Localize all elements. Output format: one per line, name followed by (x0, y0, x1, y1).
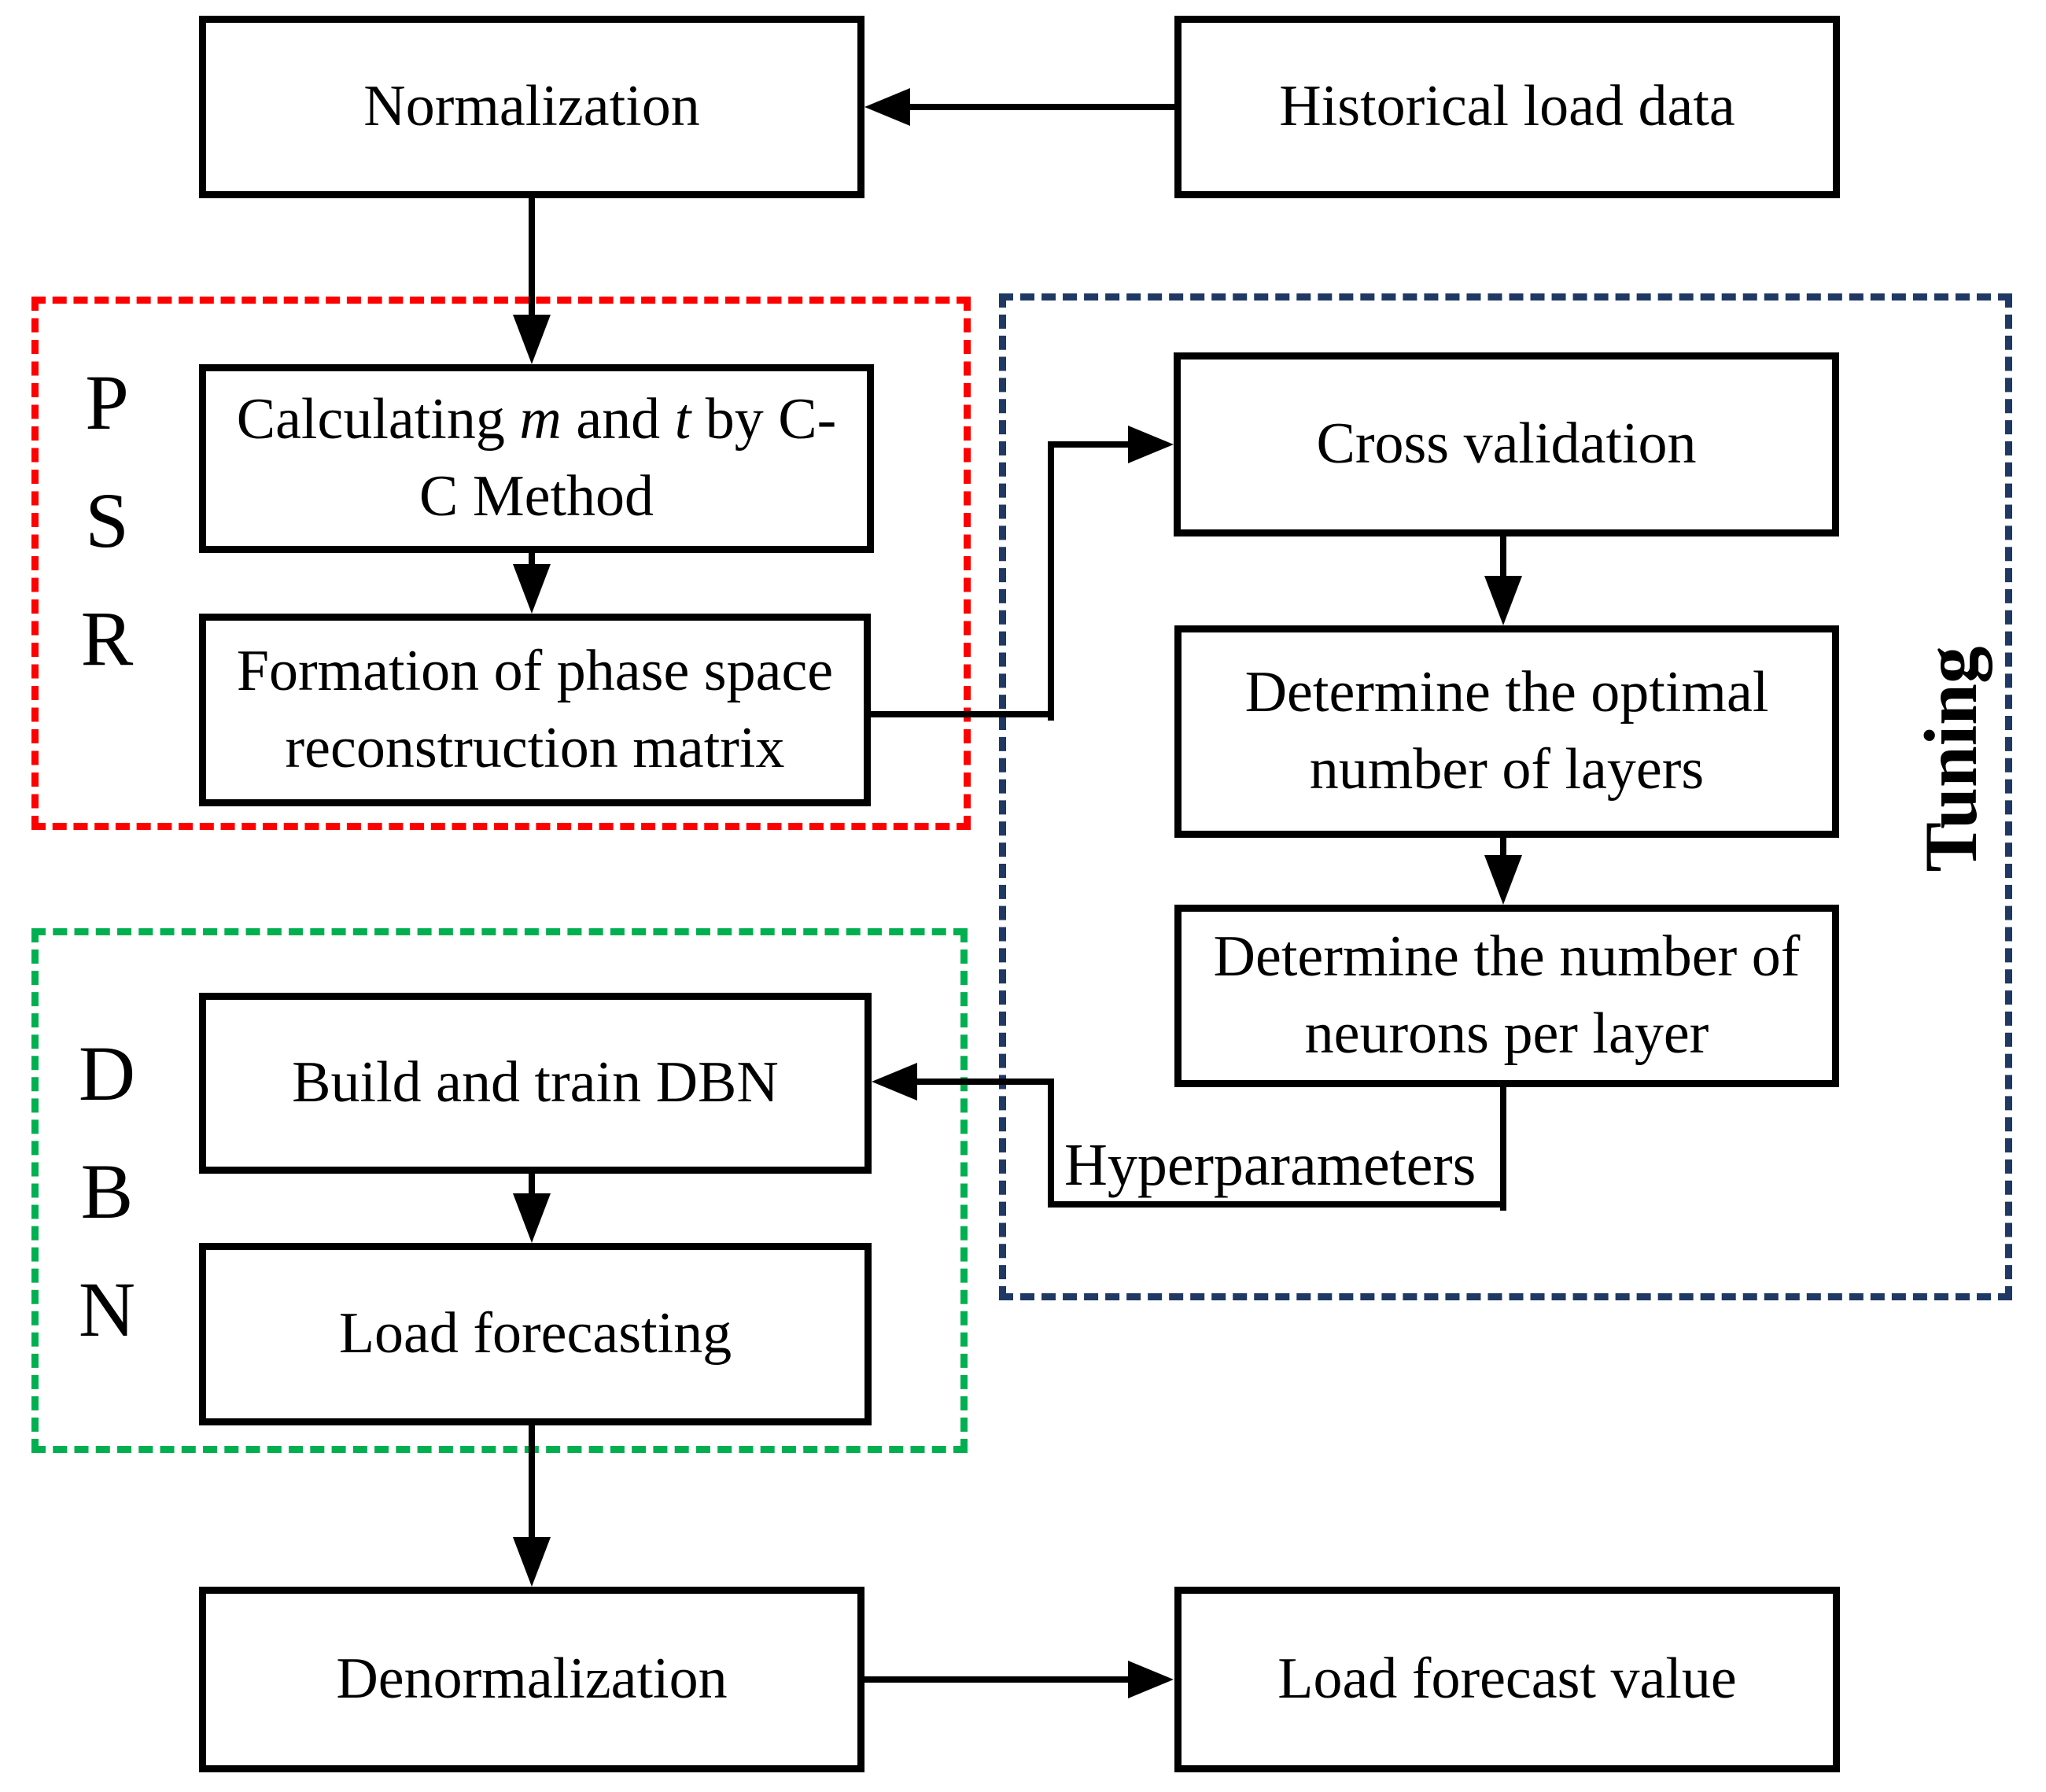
node-denormalization-label: Denormalization (336, 1646, 728, 1712)
arrowhead-into-denormalization (513, 1537, 551, 1587)
arrowhead-into-normalization (864, 88, 910, 126)
dbn-region-outline (31, 928, 968, 1453)
calculating-var-m: m (519, 387, 562, 452)
connector-layers-to-neurons (1500, 838, 1506, 860)
calculating-text-mid: and (561, 387, 675, 452)
node-build-train-dbn: Build and train DBN (199, 993, 872, 1174)
hyperparameters-edge-label: Hyperparameters (1064, 1132, 1476, 1198)
psr-letter-r: R (80, 595, 134, 682)
tuning-region-label: Tuning (1909, 646, 1993, 872)
connector-cross-to-layers (1500, 536, 1506, 580)
node-normalization-label: Normalization (363, 74, 700, 139)
dbn-region-label: D B N (52, 1015, 162, 1369)
connector-into-cross-validation (1054, 441, 1130, 448)
arrowhead-into-calculating (513, 315, 551, 364)
psr-region-outline (31, 297, 971, 830)
node-formation-label: Formation of phase space reconstruction … (236, 638, 834, 780)
connector-neurons-down (1500, 1087, 1506, 1211)
node-load-forecasting-label: Load forecasting (338, 1301, 732, 1366)
arrowhead-into-load-forecasting (513, 1193, 551, 1243)
arrowhead-into-cross-validation (1128, 426, 1174, 463)
node-load-forecast-value: Load forecast value (1174, 1587, 1840, 1772)
connector-normalization-to-calculating (529, 198, 535, 315)
node-denormalization: Denormalization (199, 1587, 864, 1772)
connector-up-to-cross-validation (1048, 441, 1054, 721)
connector-build-to-forecasting (529, 1174, 535, 1197)
connector-formation-out (871, 711, 1054, 717)
connector-hyperparameters-up (1048, 1079, 1054, 1208)
psr-region-label: P S R (52, 344, 162, 698)
arrowhead-into-determine-layers (1484, 576, 1522, 625)
connector-denormalization-to-value (864, 1676, 1128, 1683)
node-cross-validation-label: Cross validation (1316, 411, 1697, 477)
node-calculating-m-t: Calculating m and t by C-C Method (199, 364, 874, 553)
arrowhead-into-formation (513, 564, 551, 614)
tuning-region-outline (999, 293, 2012, 1300)
psr-letter-s: S (85, 477, 129, 564)
psr-letter-p: P (85, 359, 129, 446)
connector-historical-to-normalization (910, 104, 1174, 110)
calculating-var-t: t (674, 387, 691, 452)
arrowhead-into-load-forecast-value (1128, 1661, 1174, 1698)
connector-into-build-train (917, 1079, 1048, 1085)
arrowhead-into-determine-neurons (1484, 855, 1522, 905)
calculating-text-post: by C-C Method (418, 387, 837, 529)
node-determine-layers-label: Determine the optimal number of layers (1244, 660, 1769, 802)
node-normalization: Normalization (199, 16, 864, 198)
node-determine-neurons-label: Determine the number of neurons per laye… (1213, 924, 1801, 1066)
connector-hyperparameters-bottom (1048, 1201, 1506, 1208)
node-load-forecast-value-label: Load forecast value (1277, 1646, 1737, 1712)
dbn-letter-b: B (80, 1148, 134, 1235)
node-historical-load-data: Historical load data (1174, 16, 1840, 198)
connector-calculating-to-formation (529, 553, 535, 569)
connector-forecasting-to-denormalization (529, 1425, 535, 1540)
arrowhead-into-build-train (872, 1063, 917, 1101)
node-calculating-label: Calculating m and t by C-C Method (228, 382, 845, 535)
dbn-letter-n: N (78, 1266, 136, 1353)
dbn-letter-d: D (78, 1030, 136, 1117)
node-formation-psr-matrix: Formation of phase space reconstruction … (199, 614, 871, 806)
node-build-train-label: Build and train DBN (292, 1050, 779, 1115)
node-determine-layers: Determine the optimal number of layers (1174, 625, 1839, 838)
node-load-forecasting: Load forecasting (199, 1243, 872, 1425)
node-historical-label: Historical load data (1279, 74, 1735, 139)
node-determine-neurons: Determine the number of neurons per laye… (1174, 905, 1839, 1087)
node-cross-validation: Cross validation (1174, 352, 1839, 536)
calculating-text-pre: Calculating (236, 387, 520, 452)
